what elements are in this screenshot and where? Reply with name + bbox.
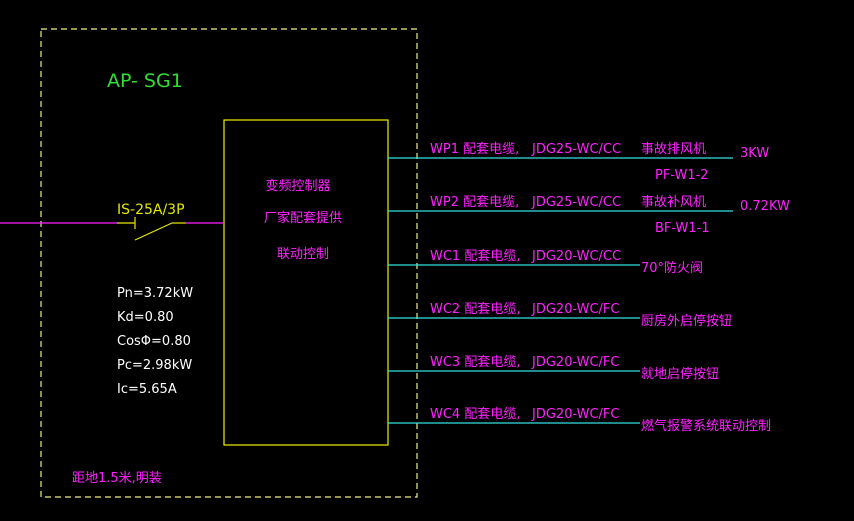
controller-line-3: 联动控制 [277, 247, 329, 262]
circuit-id-1: WP1 配套电缆, [430, 141, 519, 157]
breaker-label: IS-25A/3P [117, 202, 185, 218]
install-note: 距地1.5米,明装 [72, 471, 162, 486]
circuit-id-3: WC1 配套电缆, [430, 248, 520, 264]
circuit-id-2: WP2 配套电缆, [430, 194, 519, 210]
controller-box [223, 119, 389, 446]
circuit-cable-6: JDG20-WC/FC [531, 407, 620, 422]
circuit-load-6: 燃气报警系统联动控制 [641, 418, 771, 434]
circuit-id-5: WC3 配套电缆, [430, 354, 520, 370]
circuit-id-4: WC2 配套电缆, [430, 301, 520, 317]
param-cos: CosΦ=0.80 [117, 334, 191, 349]
circuit-power-2: 0.72KW [740, 199, 790, 214]
circuit-load-5: 就地启停按钮 [641, 366, 719, 382]
circuit-load-2: 事故补风机 [641, 195, 706, 210]
circuit-tag-1: PF-W1-2 [655, 168, 709, 183]
panel-id: AP- SG1 [107, 70, 183, 92]
param-ic: Ic=5.65A [117, 382, 177, 397]
panel-boundary [40, 28, 418, 498]
circuit-cable-3: JDG20-WC/CC [531, 249, 621, 264]
circuit-tag-2: BF-W1-1 [655, 221, 710, 236]
circuit-cable-1: JDG25-WC/CC [531, 142, 621, 157]
param-pc: Pc=2.98kW [117, 358, 192, 373]
circuit-load-3: 70°防火阀 [641, 260, 703, 276]
circuit-power-1: 3KW [740, 146, 769, 161]
circuit-load-4: 厨房外启停按钮 [641, 313, 732, 329]
circuit-cable-5: JDG20-WC/FC [531, 355, 620, 370]
param-kd: Kd=0.80 [117, 310, 174, 325]
controller-line-1: 变频控制器 [265, 178, 330, 194]
circuit-load-1: 事故排风机 [641, 142, 706, 157]
circuit-cable-2: JDG25-WC/CC [531, 195, 621, 210]
circuit-cable-4: JDG20-WC/FC [531, 302, 620, 317]
controller-line-2: 厂家配套提供 [264, 210, 342, 226]
breaker-switch-blade [134, 222, 173, 241]
circuit-id-6: WC4 配套电缆, [430, 406, 520, 422]
param-pn: Pn=3.72kW [117, 286, 193, 301]
